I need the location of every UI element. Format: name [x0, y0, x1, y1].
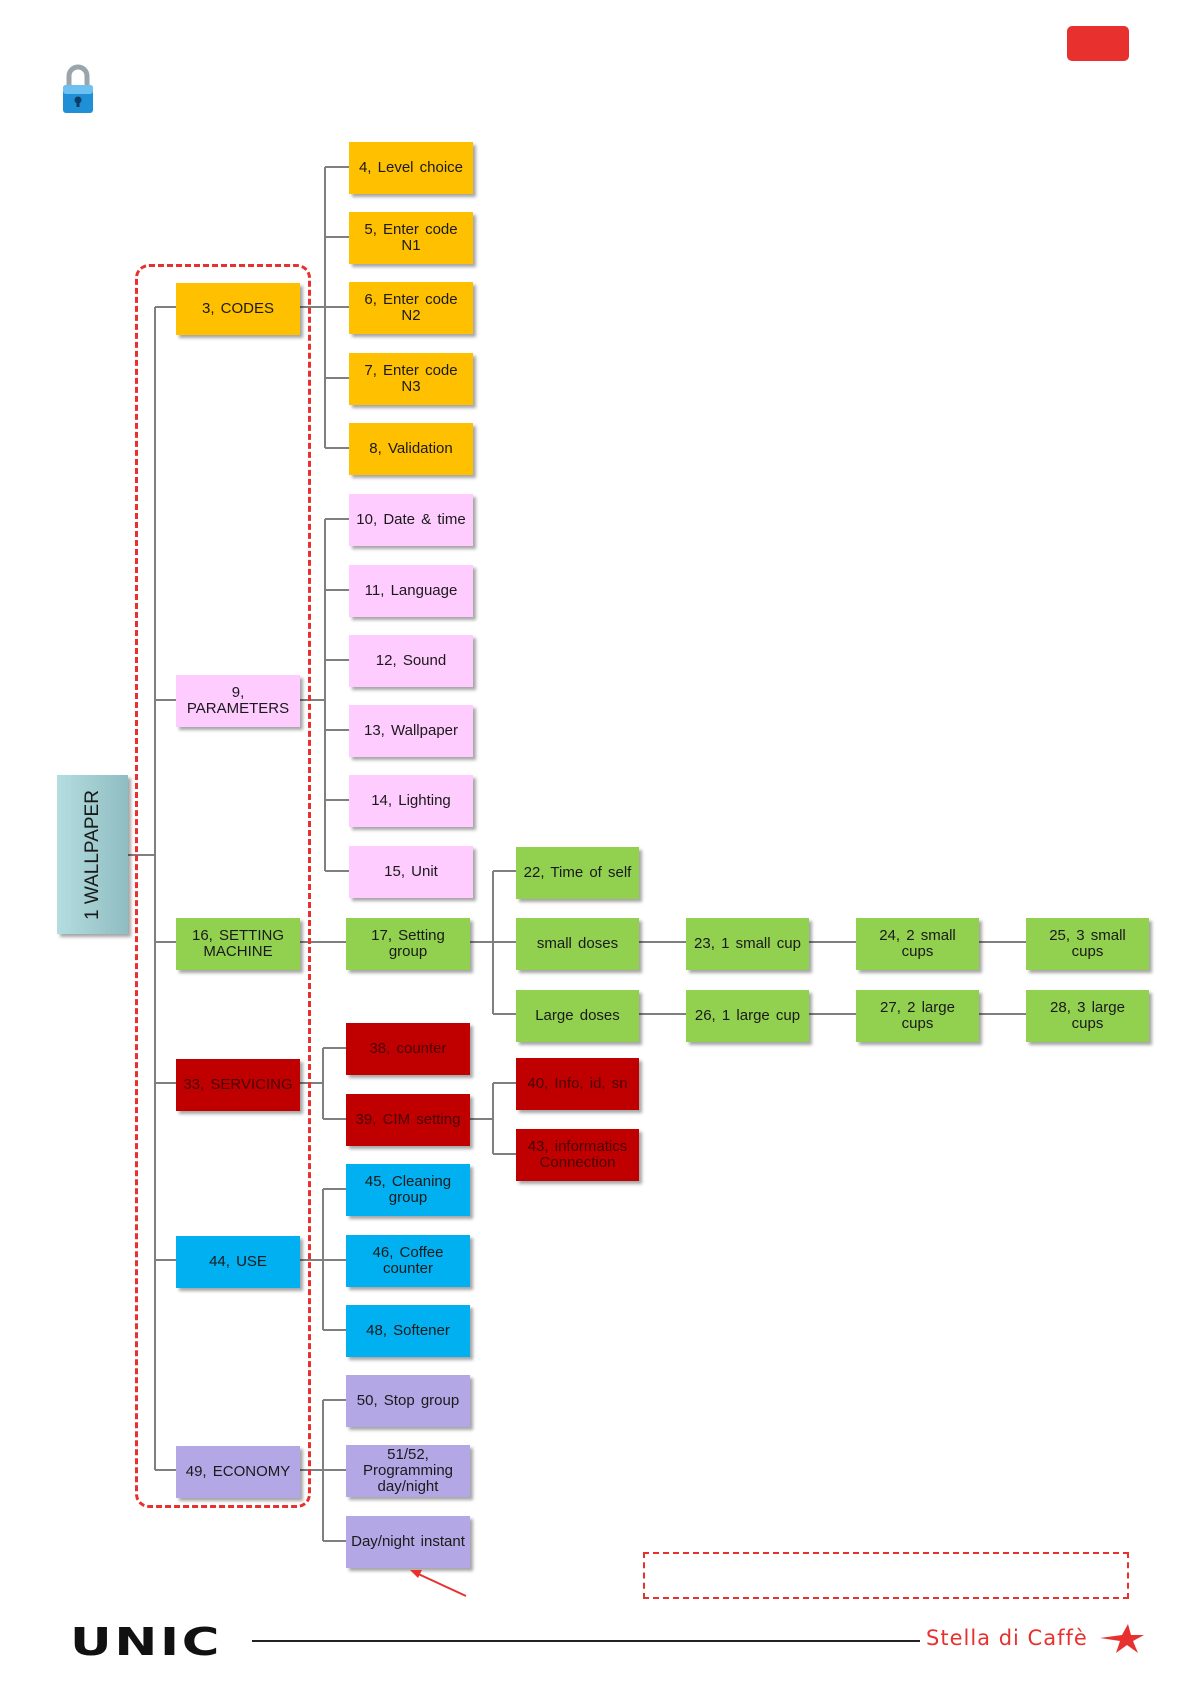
node-lighting[interactable]: 14, Lighting: [349, 775, 473, 827]
node-setting-group[interactable]: 17, Setting group: [346, 918, 470, 970]
node-level-choice[interactable]: 4, Level choice: [349, 142, 473, 194]
node-cim-setting[interactable]: 39, CIM setting: [346, 1094, 470, 1146]
node-enter-code-n1[interactable]: 5, Enter code N1: [349, 212, 473, 264]
lock-icon: [63, 64, 93, 113]
node-counter[interactable]: 38, counter: [346, 1023, 470, 1075]
node-setting-machine[interactable]: 16, SETTING MACHINE: [176, 918, 300, 970]
node-language[interactable]: 11, Language: [349, 565, 473, 617]
star-icon: [1100, 1624, 1144, 1653]
node-large-doses[interactable]: Large doses: [516, 990, 639, 1042]
node-parameters[interactable]: 9, PARAMETERS: [176, 675, 300, 727]
node-date-time[interactable]: 10, Date & time: [349, 494, 473, 546]
node-use[interactable]: 44, USE: [176, 1236, 300, 1288]
root-label: 1 WALLPAPER: [81, 789, 103, 920]
node-day-night-instant[interactable]: Day/night instant: [346, 1516, 470, 1568]
node-unit[interactable]: 15, Unit: [349, 846, 473, 898]
node-2-large-cups[interactable]: 27, 2 large cups: [856, 990, 979, 1042]
arrow-icon: [410, 1570, 467, 1597]
node-validation[interactable]: 8, Validation: [349, 423, 473, 475]
node-wallpaper[interactable]: 13, Wallpaper: [349, 705, 473, 757]
node-codes[interactable]: 3, CODES: [176, 283, 300, 335]
root-node-wallpaper[interactable]: 1 WALLPAPER: [57, 775, 128, 934]
node-servicing[interactable]: 33, SERVICING: [176, 1059, 300, 1111]
node-programming-day-night[interactable]: 51/52, Programming day/night: [346, 1445, 470, 1497]
node-3-large-cups[interactable]: 28, 3 large cups: [1026, 990, 1149, 1042]
node-1-small-cup[interactable]: 23, 1 small cup: [686, 918, 809, 970]
node-coffee-counter[interactable]: 46, Coffee counter: [346, 1235, 470, 1287]
stella-di-caffe-logo: Stella di Caffè: [926, 1626, 1088, 1650]
node-informatics-connection[interactable]: 43, informatics Connection: [516, 1129, 639, 1181]
node-3-small-cups[interactable]: 25, 3 small cups: [1026, 918, 1149, 970]
node-enter-code-n2[interactable]: 6, Enter code N2: [349, 282, 473, 334]
node-info-id-sn[interactable]: 40, Info, id, sn: [516, 1058, 639, 1110]
node-economy[interactable]: 49, ECONOMY: [176, 1446, 300, 1498]
red-badge: [1067, 26, 1129, 61]
node-enter-code-n3[interactable]: 7, Enter code N3: [349, 353, 473, 405]
empty-dashed-box: [643, 1552, 1129, 1599]
footer-rule: [252, 1640, 920, 1642]
node-1-large-cup[interactable]: 26, 1 large cup: [686, 990, 809, 1042]
node-softener[interactable]: 48, Softener: [346, 1305, 470, 1357]
unic-logo: UNIC: [70, 1620, 223, 1664]
node-stop-group[interactable]: 50, Stop group: [346, 1375, 470, 1427]
node-small-doses[interactable]: small doses: [516, 918, 639, 970]
node-sound[interactable]: 12, Sound: [349, 635, 473, 687]
node-2-small-cups[interactable]: 24, 2 small cups: [856, 918, 979, 970]
node-time-of-self[interactable]: 22, Time of self: [516, 847, 639, 899]
node-cleaning-group[interactable]: 45, Cleaning group: [346, 1164, 470, 1216]
dashed-group-outline: [135, 264, 311, 1508]
